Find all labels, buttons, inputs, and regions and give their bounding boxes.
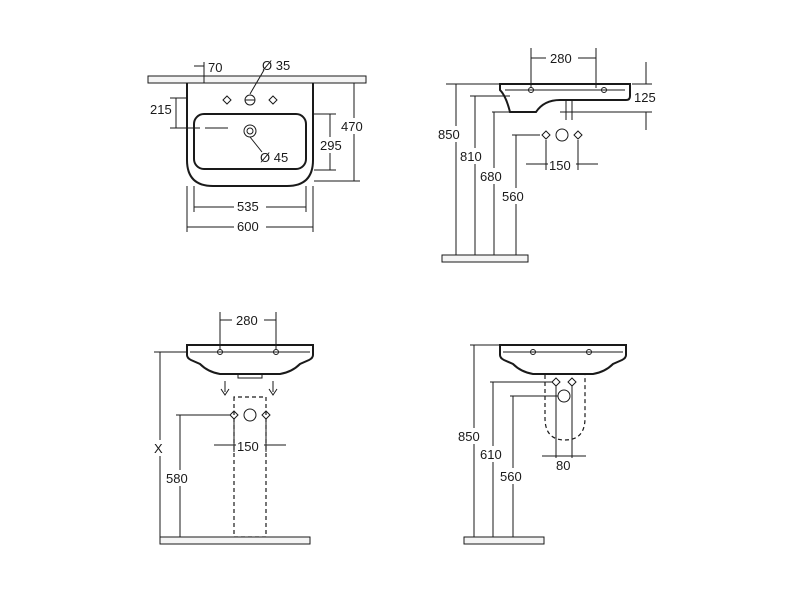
front-semi-basin xyxy=(499,344,627,375)
front-semi-floor xyxy=(463,536,545,545)
semi-pedestal xyxy=(544,375,586,441)
front-dim-150-label: 150 xyxy=(237,439,259,454)
front-dim-580-label: 580 xyxy=(166,471,188,486)
front-column-view: 280 X 580 150 xyxy=(150,312,314,545)
top-view: 70 Ø 35 215 470 295 Ø 45 535 600 xyxy=(147,58,368,234)
side-dim-810-label: 810 xyxy=(460,149,482,164)
side-view-basin xyxy=(499,83,631,113)
tap-hole-icon xyxy=(244,94,256,106)
side-view-floor xyxy=(441,254,529,263)
dim-70-label: 70 xyxy=(208,60,222,75)
front-dim-x-label: X xyxy=(154,441,163,456)
side-view: 280 125 850 810 680 560 150 xyxy=(436,48,656,263)
drain-icon xyxy=(243,124,257,138)
valve-icon xyxy=(261,410,271,420)
side-dim-280-label: 280 xyxy=(550,51,572,66)
tap-hole-icon xyxy=(268,95,278,105)
dim-295-label: 295 xyxy=(320,138,342,153)
dim-470-label: 470 xyxy=(341,119,363,134)
front-column-basin xyxy=(186,344,314,375)
side-dim-125-label: 125 xyxy=(634,90,656,105)
side-dim-680-label: 680 xyxy=(480,169,502,184)
dim-d35-label: Ø 35 xyxy=(262,58,290,73)
pedestal-column xyxy=(233,396,267,538)
drain-outlet-icon xyxy=(555,128,569,142)
valve-icon xyxy=(573,130,583,140)
side-dim-150-label: 150 xyxy=(549,158,571,173)
valve-icon xyxy=(229,410,239,420)
top-view-wall xyxy=(147,75,367,84)
dim-600-label: 600 xyxy=(237,219,259,234)
dim-d45-label: Ø 45 xyxy=(260,150,288,165)
semi-dim-80-label: 80 xyxy=(556,458,570,473)
front-dim-280-label: 280 xyxy=(236,313,258,328)
valve-icon xyxy=(567,377,577,387)
top-view-bowl xyxy=(193,113,307,170)
dim-215-label: 215 xyxy=(150,102,172,117)
dim-535-label: 535 xyxy=(237,199,259,214)
side-dim-560-label: 560 xyxy=(502,189,524,204)
drain-outlet-icon xyxy=(557,389,571,403)
valve-icon xyxy=(541,130,551,140)
front-semi-view: 850 610 560 80 xyxy=(456,344,627,545)
top-view-basin-outline xyxy=(186,83,314,187)
valve-icon xyxy=(551,377,561,387)
drain-outlet-icon xyxy=(243,408,257,422)
side-dim-850-label: 850 xyxy=(438,127,460,142)
tap-hole-icon xyxy=(222,95,232,105)
semi-dim-560-label: 560 xyxy=(500,469,522,484)
semi-dim-850-label: 850 xyxy=(458,429,480,444)
semi-dim-610-label: 610 xyxy=(480,447,502,462)
front-column-floor xyxy=(159,536,311,545)
